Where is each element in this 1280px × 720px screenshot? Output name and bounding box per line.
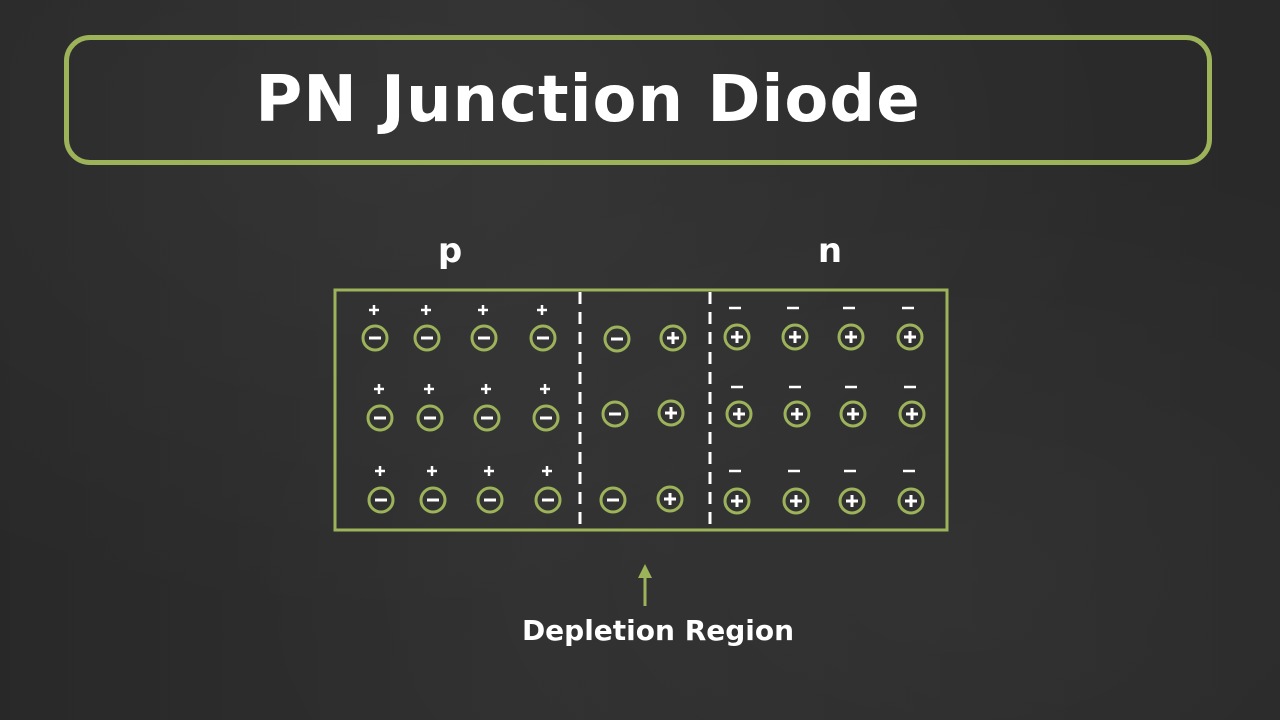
hole-plus-sign bbox=[540, 384, 550, 394]
hole-plus-sign bbox=[424, 384, 434, 394]
negative-ion-icon bbox=[532, 404, 560, 432]
positive-ion-icon bbox=[656, 485, 684, 513]
negative-ion-icon bbox=[534, 486, 562, 514]
hole-plus-sign bbox=[542, 466, 552, 476]
positive-ion-icon bbox=[898, 400, 926, 428]
negative-ion-icon bbox=[601, 400, 629, 428]
positive-ion-icon bbox=[896, 323, 924, 351]
hole-plus-sign bbox=[375, 466, 385, 476]
depletion-region-label: Depletion Region bbox=[522, 614, 794, 647]
up-arrow-icon bbox=[638, 564, 652, 606]
p-region-label: p bbox=[438, 231, 462, 271]
negative-ion-icon bbox=[476, 486, 504, 514]
hole-plus-sign bbox=[369, 305, 379, 315]
positive-ion-icon bbox=[723, 487, 751, 515]
negative-ion-icon bbox=[473, 404, 501, 432]
n-region-label: n bbox=[818, 231, 842, 271]
negative-ion-icon bbox=[366, 404, 394, 432]
hole-plus-sign bbox=[537, 305, 547, 315]
hole-plus-sign bbox=[374, 384, 384, 394]
negative-ion-icon bbox=[413, 324, 441, 352]
junction-box bbox=[333, 288, 949, 532]
negative-ion-icon bbox=[470, 324, 498, 352]
positive-ion-icon bbox=[839, 400, 867, 428]
positive-ion-icon bbox=[897, 487, 925, 515]
title-box: PN Junction Diode bbox=[64, 35, 1212, 165]
hole-plus-sign bbox=[427, 466, 437, 476]
negative-ion-icon bbox=[603, 325, 631, 353]
positive-ion-icon bbox=[657, 399, 685, 427]
positive-ion-icon bbox=[783, 400, 811, 428]
positive-ion-icon bbox=[837, 323, 865, 351]
negative-ion-icon bbox=[367, 486, 395, 514]
negative-ion-icon bbox=[529, 324, 557, 352]
positive-ion-icon bbox=[782, 487, 810, 515]
positive-ion-icon bbox=[659, 324, 687, 352]
negative-ion-icon bbox=[599, 486, 627, 514]
positive-ion-icon bbox=[725, 400, 753, 428]
hole-plus-sign bbox=[481, 384, 491, 394]
page-title: PN Junction Diode bbox=[255, 63, 921, 137]
negative-ion-icon bbox=[416, 404, 444, 432]
charges-layer bbox=[361, 305, 926, 515]
positive-ion-icon bbox=[838, 487, 866, 515]
positive-ion-icon bbox=[723, 323, 751, 351]
negative-ion-icon bbox=[361, 324, 389, 352]
hole-plus-sign bbox=[478, 305, 488, 315]
hole-plus-sign bbox=[484, 466, 494, 476]
negative-ion-icon bbox=[419, 486, 447, 514]
positive-ion-icon bbox=[781, 323, 809, 351]
hole-plus-sign bbox=[421, 305, 431, 315]
